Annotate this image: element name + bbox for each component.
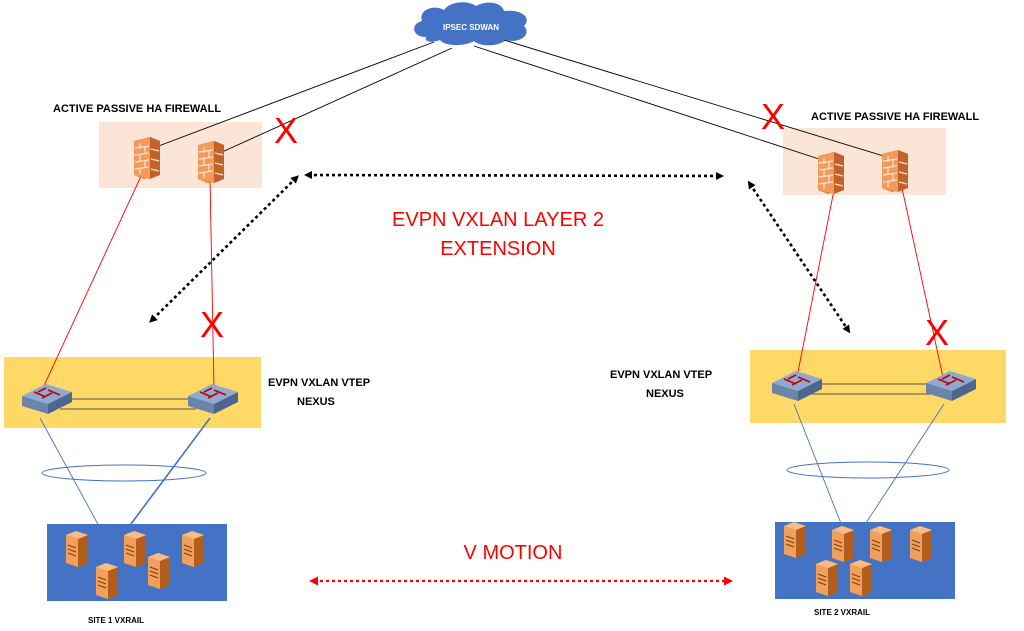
evpn-extension-label-line2: EXTENSION [440,238,556,260]
site2-label: SITE 2 VXRAIL [814,608,870,617]
wan-link-right-passive [503,39,891,159]
fw-link-right-2 [901,187,945,383]
site2-uplink-2 [863,403,945,527]
site2-server-icon [783,521,807,559]
evpn-extension-arrow-top [304,171,724,180]
left-passive-firewall-icon [197,140,225,184]
site1-uplink-1 [39,417,101,529]
right-active-firewall-icon [817,151,845,195]
right-vtep-label-line1: EVPN VXLAN VTEP [610,369,712,381]
failure-mark-right-fw-link: X [925,312,949,353]
site2-port-channel-ellipse [786,461,950,479]
evpn-extension-arrow-left [149,175,299,323]
vmotion-label: V MOTION [464,542,563,564]
left-firewall-label: ACTIVE PASSIVE HA FIREWALL [53,103,221,115]
site2-server-icon [831,525,855,563]
wan-link-left-passive [221,47,453,153]
right-passive-firewall-icon [881,149,909,193]
left-firewall-zone [99,122,262,188]
site1-port-channel-ellipse [41,464,207,482]
wan-link-right-active [473,45,823,161]
site1-uplink-2 [127,417,211,529]
left-vtep-label-line1: EVPN VXLAN VTEP [268,377,370,389]
cloud-label: IPSEC SDWAN [443,23,499,32]
fw-link-left-1 [41,173,143,391]
right-vtep-label-line2: NEXUS [646,388,684,400]
ipsec-sdwan-cloud: IPSEC SDWAN [414,2,527,46]
right-firewall-zone [783,128,946,195]
site1-server-icon [123,530,147,568]
evpn-extension-arrow-right [747,180,851,334]
right-firewall-label: ACTIVE PASSIVE HA FIREWALL [811,111,979,123]
site1-server-icon [147,552,171,590]
site2-server-icon [849,559,873,597]
left-active-firewall-icon [133,136,161,180]
site1-server-icon [95,562,119,600]
failure-mark-right-wan: X [761,96,785,137]
left-vtep-label-line2: NEXUS [297,396,335,408]
failure-mark-left-fw-link: X [200,304,224,345]
evpn-extension-label-line1: EVPN VXLAN LAYER 2 [392,209,604,231]
site2-server-icon [909,525,933,563]
site2-uplink-1 [793,403,843,527]
site1-label: SITE 1 VXRAIL [88,616,144,625]
site1-server-icon [65,530,89,568]
site2-server-icon [869,525,893,563]
failure-mark-left-wan: X [274,110,298,151]
wan-link-left-active [147,41,435,151]
site2-server-icon [815,559,839,597]
site1-server-icon [181,530,205,568]
